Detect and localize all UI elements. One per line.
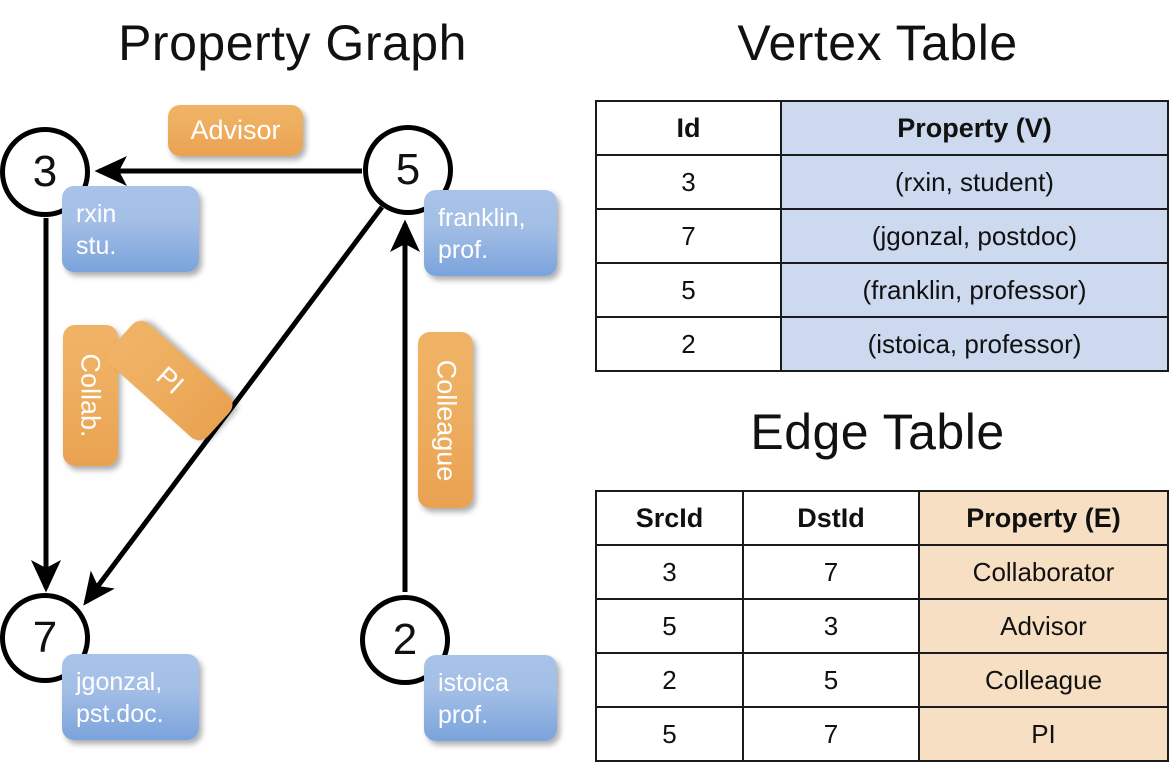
edge-cell-property: Colleague [918, 652, 1169, 708]
node-7-label: 7 [32, 613, 58, 662]
graph-edge-lines [31, 156, 420, 606]
table-row[interactable]: 2 5 Colleague [595, 652, 1169, 708]
edge-cell-dst: 5 [742, 652, 920, 708]
edge-label-collab[interactable]: Collab. [63, 325, 118, 466]
edge-cell-src: 5 [595, 598, 744, 654]
edge-table-header-dstid: DstId [742, 490, 920, 546]
edge-cell-dst: 7 [742, 544, 920, 600]
node-property-istoica-line1: istoica [438, 669, 509, 697]
edge-line-pi [83, 205, 385, 606]
vertex-cell-id: 2 [595, 316, 782, 372]
edge-table-header-srcid: SrcId [595, 490, 744, 546]
edge-label-colleague[interactable]: Colleague [418, 332, 473, 508]
edge-label-pi-text: PI [150, 360, 190, 400]
vertex-cell-property: (jgonzal, postdoc) [780, 208, 1169, 264]
vertex-cell-property: (franklin, professor) [780, 262, 1169, 318]
node-3-label: 3 [32, 147, 58, 196]
graph-node-2[interactable]: 2 [360, 595, 450, 685]
edge-label-advisor-text: Advisor [190, 115, 281, 145]
edge-table-header-row: SrcId DstId Property (E) [595, 490, 1169, 546]
vertex-table-header-id: Id [595, 100, 782, 156]
node-property-franklin-line2: prof. [438, 236, 489, 264]
node-property-box-istoica[interactable]: istoica prof. [424, 655, 557, 741]
table-row[interactable]: 5 3 Advisor [595, 598, 1169, 654]
vertex-cell-id: 5 [595, 262, 782, 318]
edge-label-colleague-text: Colleague [431, 359, 461, 481]
vertex-table: Id Property (V) 3 (rxin, student) 7 (jgo… [595, 100, 1169, 372]
edge-cell-property: Advisor [918, 598, 1169, 654]
property-graph-diagram: 3 5 7 2 rxin stu. franklin, prof. jgonza… [0, 0, 585, 760]
page-title-property-graph: Property Graph [118, 15, 467, 71]
table-row[interactable]: 3 (rxin, student) [595, 154, 1169, 210]
node-property-jgonzal-line1: jgonzal, [76, 668, 163, 696]
vertex-cell-id: 7 [595, 208, 782, 264]
page-title-edge-table: Edge Table [750, 404, 1005, 460]
edge-label-advisor[interactable]: Advisor [168, 105, 303, 156]
vertex-table-header-property: Property (V) [780, 100, 1169, 156]
vertex-cell-property: (istoica, professor) [780, 316, 1169, 372]
node-property-box-franklin[interactable]: franklin, prof. [424, 190, 557, 276]
vertex-cell-id: 3 [595, 154, 782, 210]
edge-cell-src: 5 [595, 706, 744, 762]
node-2-label: 2 [392, 615, 418, 664]
node-property-rxin-line2: stu. [76, 232, 117, 260]
table-row[interactable]: 5 7 PI [595, 706, 1169, 762]
edge-cell-property: Collaborator [918, 544, 1169, 600]
node-property-franklin-line1: franklin, [438, 204, 526, 232]
edge-cell-src: 3 [595, 544, 744, 600]
table-row[interactable]: 3 7 Collaborator [595, 544, 1169, 600]
edge-table: SrcId DstId Property (E) 3 7 Collaborato… [595, 490, 1169, 762]
node-property-jgonzal-line2: pst.doc. [76, 700, 164, 728]
node-property-box-rxin[interactable]: rxin stu. [62, 186, 199, 272]
vertex-cell-property: (rxin, student) [780, 154, 1169, 210]
table-row[interactable]: 5 (franklin, professor) [595, 262, 1169, 318]
edge-cell-dst: 3 [742, 598, 920, 654]
page-title-vertex-table: Vertex Table [737, 15, 1018, 71]
node-5-label: 5 [395, 145, 421, 194]
edge-cell-src: 2 [595, 652, 744, 708]
edge-cell-dst: 7 [742, 706, 920, 762]
table-row[interactable]: 7 (jgonzal, postdoc) [595, 208, 1169, 264]
edge-table-header-property: Property (E) [918, 490, 1169, 546]
node-property-rxin-line1: rxin [76, 200, 117, 228]
graph-node-5[interactable]: 5 [363, 125, 453, 215]
edge-label-collab-text: Collab. [76, 353, 107, 438]
node-property-istoica-line2: prof. [438, 701, 489, 729]
edge-cell-property: PI [918, 706, 1169, 762]
table-row[interactable]: 2 (istoica, professor) [595, 316, 1169, 372]
vertex-table-header-row: Id Property (V) [595, 100, 1169, 156]
node-property-box-jgonzal[interactable]: jgonzal, pst.doc. [62, 654, 199, 740]
